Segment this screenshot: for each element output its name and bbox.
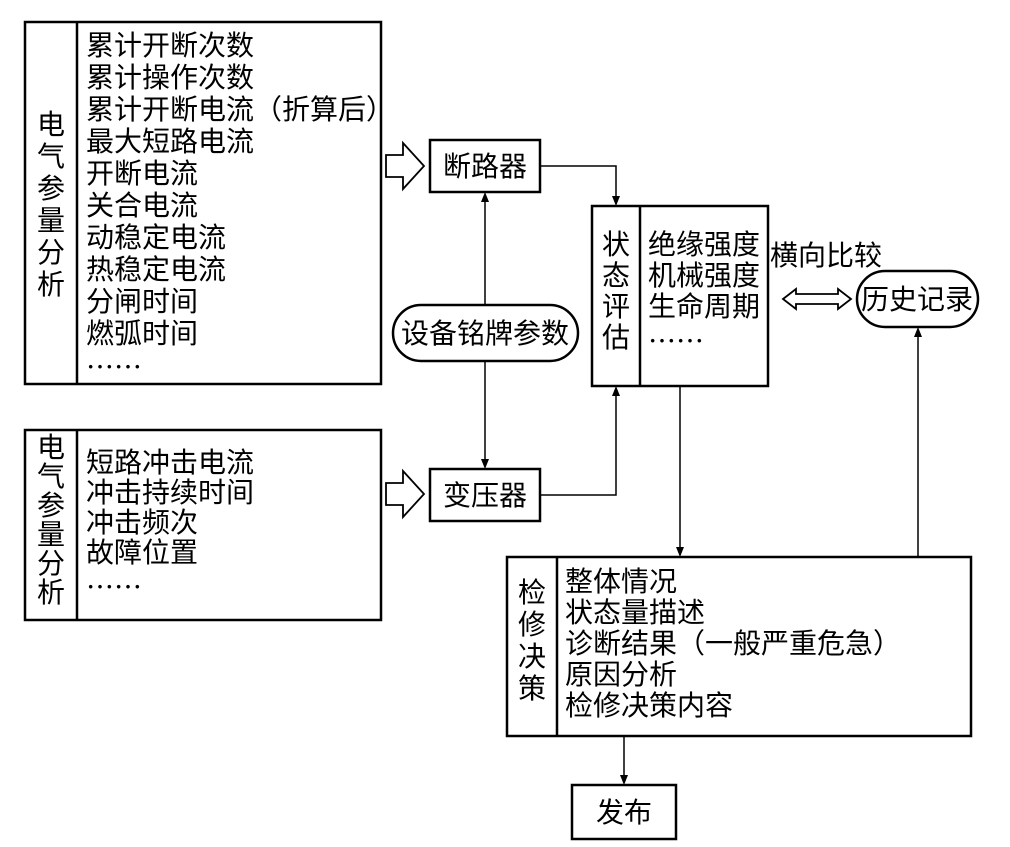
side-char: 气 [37,460,65,493]
panel-top-items: 累计开断次数 累计操作次数 累计开断电流（折算后） 最大短路电流 开断电流 关合… [86,29,394,375]
side-char: 分 [37,236,65,269]
list-item: 诊断结果（一般严重危急） [565,627,901,660]
list-item: 关合电流 [86,189,198,222]
history-node: 历史记录 [855,269,980,329]
side-char: 估 [602,321,630,354]
list-item: 分闸时间 [86,285,198,318]
nameplate-label: 设备铭牌参数 [401,317,569,350]
state-eval-items: 绝缘强度 机械强度 生命周期 …… [648,228,760,349]
arrowhead-into-state-top [612,196,620,206]
state-eval-frame [590,204,770,388]
decision-frame [505,555,973,738]
panel-top-side-label: 电 气 参 量 分 析 [37,108,65,301]
hollow-arrow-to-breaker [385,140,426,192]
double-arrow-compare-icon [781,287,853,311]
list-item: 热稳定电流 [86,253,226,286]
panel-bottom-items: 短路冲击电流 冲击持续时间 冲击频次 故障位置 …… [86,446,254,595]
list-item: 累计开断次数 [86,29,254,62]
transformer-label: 变压器 [443,479,527,512]
publish-node: 发布 [570,783,678,841]
side-char: 气 [37,140,65,173]
side-char: 态 [602,259,630,292]
transformer-node: 变压器 [428,467,542,523]
list-item: 燃弧时间 [86,317,198,350]
side-char: 电 [37,108,65,141]
decision-items: 整体情况 状态量描述 诊断结果（一般严重危急） 原因分析 检修决策内容 [565,565,901,722]
panel-top-frame [23,20,383,386]
arrowhead-into-decision [676,547,684,557]
side-char: 决 [518,640,546,673]
side-char: 参 [37,489,65,522]
list-item: 生命周期 [648,290,760,323]
side-char: 分 [37,547,65,580]
side-char: 量 [37,204,65,237]
side-char: 量 [37,518,65,551]
arrowhead-into-state-bottom [612,386,620,396]
arrowhead-into-history [914,327,922,337]
list-item: 开断电流 [86,157,198,190]
panel-top: 电 气 参 量 分 析 累计开断次数 累计操作次数 累计开断电流（折算后） 最大… [23,20,394,386]
list-item: 冲击持续时间 [86,476,254,509]
list-item: 绝缘强度 [648,228,760,261]
nameplate-node: 设备铭牌参数 [391,303,580,363]
list-item: 最大短路电流 [86,125,254,158]
list-item: 短路冲击电流 [86,446,254,479]
list-item: 整体情况 [565,565,677,598]
side-char: 电 [37,431,65,464]
list-item: 机械强度 [648,259,760,292]
hollow-arrow-to-transformer [385,468,426,520]
list-item: …… [86,342,142,375]
transformer-box [428,467,542,523]
history-label: 历史记录 [861,283,973,316]
side-char: 检 [518,576,546,609]
side-char: 修 [518,608,546,641]
compare-label: 横向比较 [770,239,882,272]
side-char: 析 [37,576,65,609]
arrowhead-down-transformer [481,459,489,469]
side-char: 状 [602,228,630,261]
history-box [855,269,980,329]
list-item: 原因分析 [565,658,677,691]
list-item: 动稳定电流 [86,221,226,254]
connector-transformer-state [540,394,617,496]
list-item: 累计操作次数 [86,61,254,94]
decision-node: 检 修 决 策 整体情况 状态量描述 诊断结果（一般严重危急） 原因分析 检修决… [505,555,973,738]
decision-side-label: 检 修 决 策 [518,576,546,705]
list-item: 冲击频次 [86,506,198,539]
panel-bottom-side-label: 电 气 参 量 分 析 [37,431,65,609]
list-item: 累计开断电流（折算后） [86,93,394,126]
list-item: 检修决策内容 [565,689,733,722]
list-item: 状态量描述 [565,596,705,629]
arrowhead-into-publish [620,775,628,785]
panel-bottom-frame [23,428,383,622]
list-item: …… [86,562,142,595]
side-char: 评 [602,290,630,323]
state-eval-side-label: 状 态 评 估 [602,228,630,354]
side-char: 策 [518,672,546,705]
side-char: 析 [37,268,65,301]
connector-breaker-state [540,165,617,198]
breaker-label: 断路器 [443,150,527,183]
breaker-node: 断路器 [428,138,542,194]
state-eval-node: 状 态 评 估 绝缘强度 机械强度 生命周期 …… [590,204,770,388]
list-item: …… [648,316,704,349]
arrowhead-up-breaker [481,192,489,202]
side-char: 参 [37,172,65,205]
list-item: 故障位置 [86,536,198,569]
panel-bottom: 电 气 参 量 分 析 短路冲击电流 冲击持续时间 冲击频次 故障位置 …… [23,428,383,622]
publish-label: 发布 [596,796,652,829]
